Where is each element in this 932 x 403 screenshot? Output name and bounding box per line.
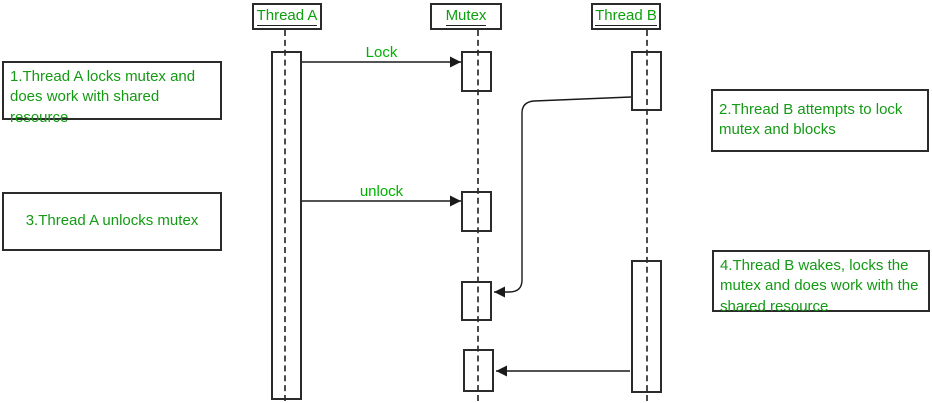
activation-bar-mutex-relock bbox=[463, 349, 494, 392]
lifeline-thread-b bbox=[646, 30, 648, 401]
activation-bar-mutex-lock bbox=[461, 51, 492, 92]
message-label-unlock: unlock bbox=[359, 183, 404, 200]
activation-bar-mutex-wake bbox=[461, 281, 492, 321]
arrow-thread-b-blocks bbox=[494, 96, 632, 298]
note-thread-b-blocks: 2.Thread B attempts to lock mutex and bl… bbox=[711, 89, 929, 152]
actor-label-mutex: Mutex bbox=[445, 7, 487, 27]
actor-box-thread-a: Thread A bbox=[252, 3, 322, 30]
activation-bar-mutex-unlock bbox=[461, 191, 492, 232]
activation-bar-thread-b-attempt bbox=[631, 51, 662, 111]
activation-bar-thread-a bbox=[271, 51, 302, 400]
note-thread-a-unlocks: 3.Thread A unlocks mutex bbox=[2, 192, 222, 251]
actor-box-mutex: Mutex bbox=[430, 3, 502, 30]
actor-label-thread-b: Thread B bbox=[595, 7, 657, 27]
activation-bar-thread-b-work bbox=[631, 260, 662, 393]
lifeline-thread-a bbox=[284, 30, 286, 401]
actor-box-thread-b: Thread B bbox=[591, 3, 661, 30]
actor-label-thread-a: Thread A bbox=[256, 7, 318, 27]
note-thread-a-locks: 1.Thread A locks mutex and does work wit… bbox=[2, 61, 222, 126]
message-label-lock: Lock bbox=[365, 44, 398, 61]
lifeline-mutex bbox=[477, 30, 479, 401]
note-thread-b-wakes: 4.Thread B wakes, locks the mutex and do… bbox=[712, 250, 930, 315]
